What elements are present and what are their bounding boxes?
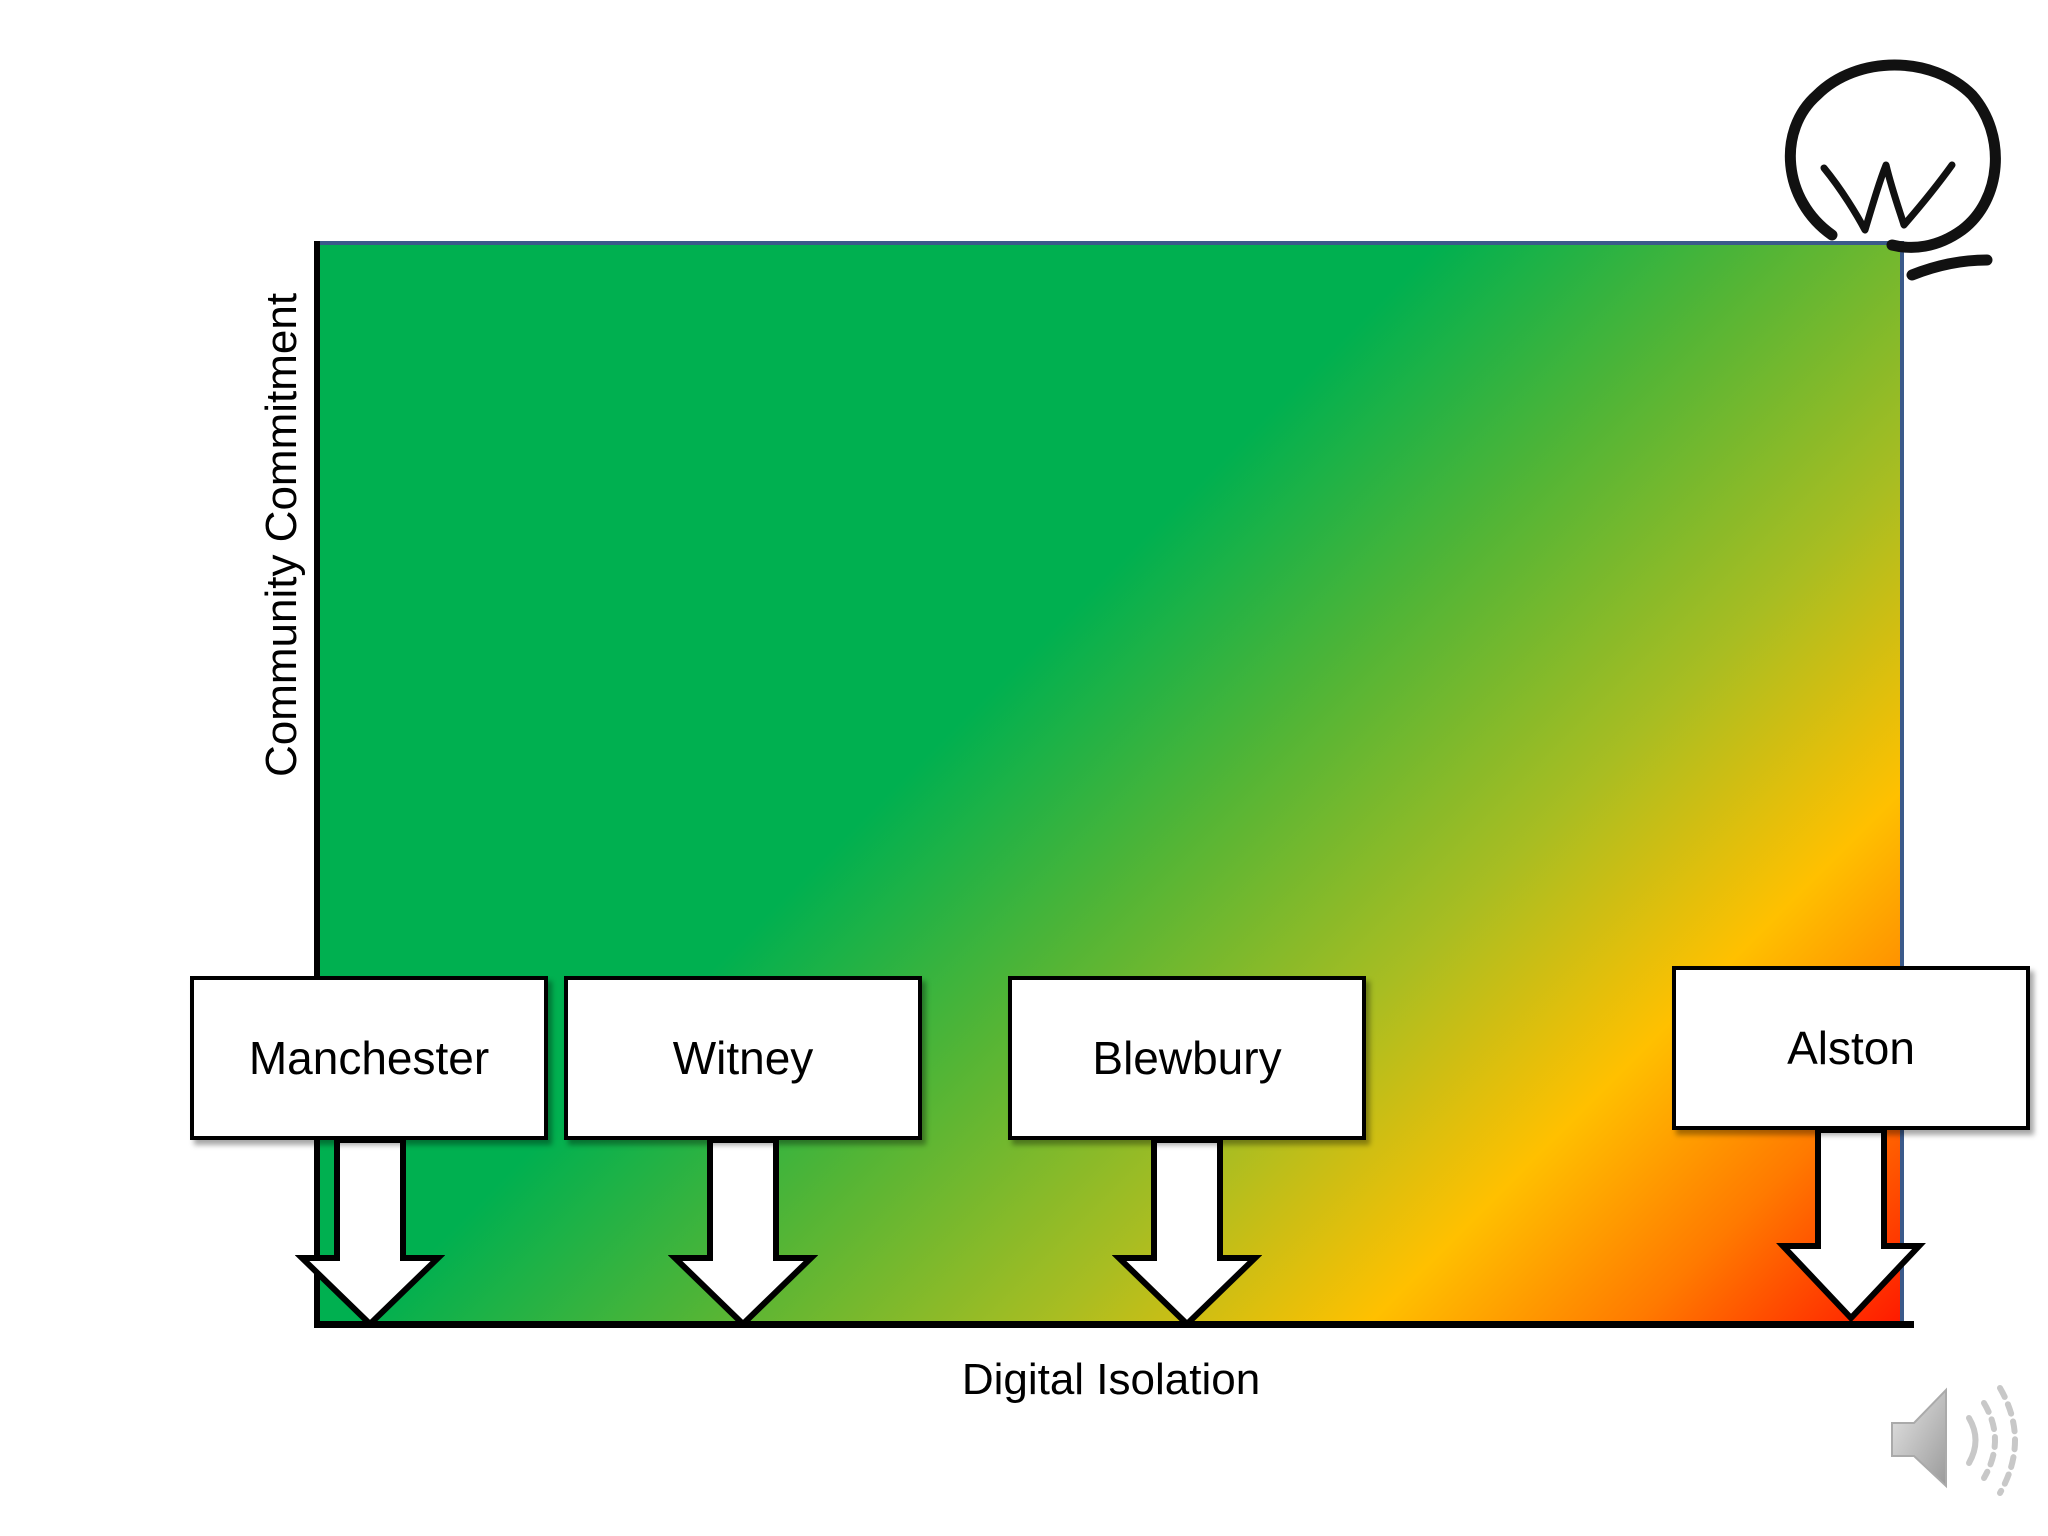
x-axis-label: Digital Isolation — [961, 1355, 1261, 1404]
x-axis-line — [314, 1321, 1914, 1328]
callout-alston: Alston — [1672, 966, 2030, 1130]
down-arrow-manchester — [295, 1138, 445, 1328]
callout-blewbury: Blewbury — [1008, 976, 1366, 1140]
gradient-plot-area — [318, 241, 1904, 1324]
speaker-icon[interactable] — [1884, 1368, 2034, 1518]
callout-witney: Witney — [564, 976, 922, 1140]
y-axis-label: Community Commitment — [257, 292, 306, 778]
down-arrow-witney — [668, 1138, 818, 1328]
w-circle-logo-icon — [1784, 59, 2001, 281]
y-axis-line — [314, 241, 320, 1327]
down-arrow-alston — [1776, 1128, 1926, 1323]
down-arrow-blewbury — [1112, 1138, 1262, 1328]
callout-manchester: Manchester — [190, 976, 548, 1140]
